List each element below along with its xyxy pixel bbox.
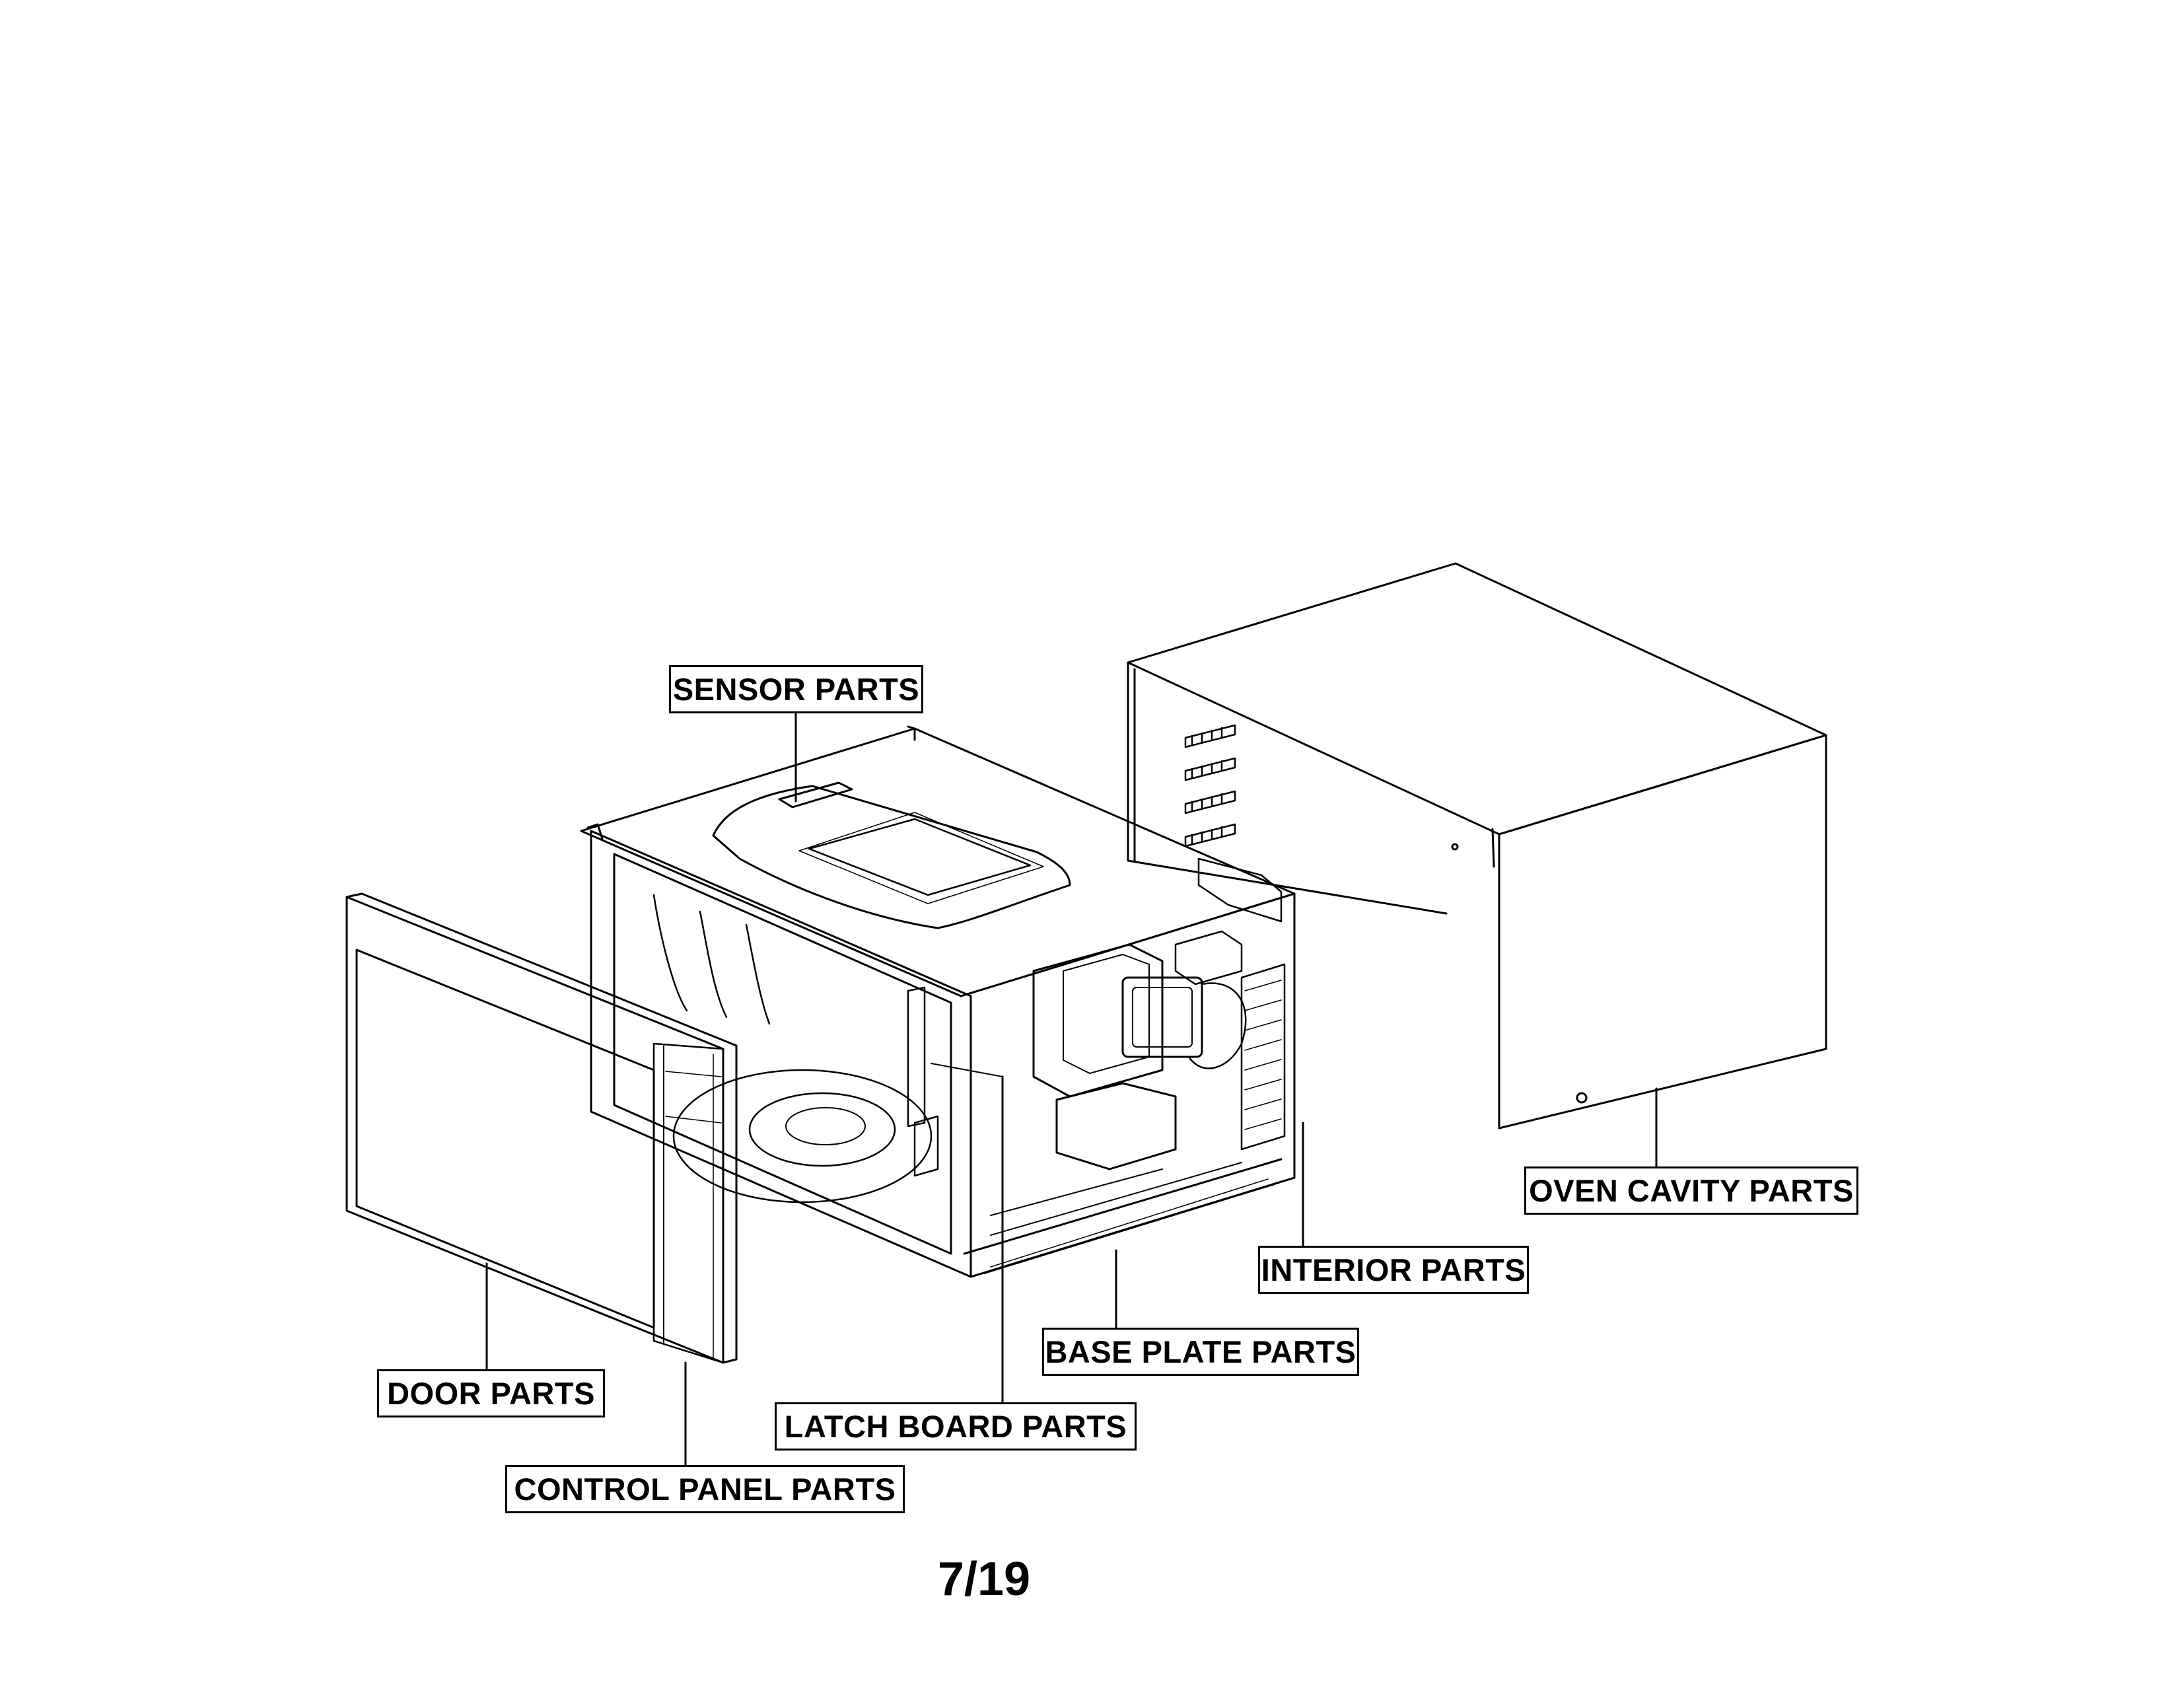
label-sensor-parts[interactable]: SENSOR PARTS [669,665,923,713]
leader-lines [485,711,1658,1466]
label-base-plate-parts[interactable]: BASE PLATE PARTS [1042,1328,1359,1376]
door-illustration [345,892,738,1364]
page-number: 7/19 [937,1553,1031,1606]
chassis-illustration [580,725,1296,1278]
label-oven-cavity-parts[interactable]: OVEN CAVITY PARTS [1524,1166,1858,1215]
outer-case-illustration [1127,562,1827,1129]
label-door-parts[interactable]: DOOR PARTS [377,1369,605,1417]
label-control-panel-parts[interactable]: CONTROL PANEL PARTS [505,1465,905,1513]
label-latch-board-parts[interactable]: LATCH BOARD PARTS [775,1402,1137,1451]
label-interior-parts[interactable]: INTERIOR PARTS [1258,1246,1529,1294]
